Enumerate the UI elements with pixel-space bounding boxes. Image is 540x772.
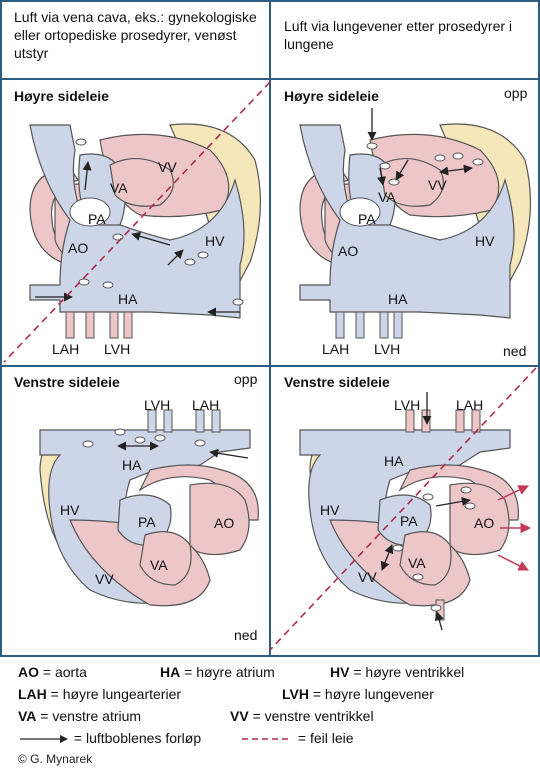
credit: © G. Mynarek (18, 752, 93, 766)
label-hv: HV (205, 233, 225, 249)
panel-title-bottom-left: Venstre sideleie (14, 374, 120, 390)
label-vv: VV (428, 177, 447, 193)
heart-top-left: VV VA PA AO HV HA LAH LVH (3, 81, 271, 363)
panel-title-top-left: Høyre sideleie (14, 88, 109, 104)
label-lvh: LVH (144, 397, 170, 413)
label-lvh: LVH (374, 341, 400, 357)
dashed-line-icon (242, 738, 292, 741)
label-ned: ned (234, 627, 257, 643)
legend-item-va: VA = venstre atrium (18, 708, 142, 724)
label-pa: PA (400, 513, 418, 529)
label-hv: HV (60, 502, 80, 518)
heart-diagrams: VV VA PA AO HV HA LAH LVH (0, 0, 540, 657)
label-ha: HA (384, 453, 404, 469)
heart-top-right: opp ned VV VA PA AO HV HA LAH LVH (299, 85, 532, 359)
legend-item-arrow: = luftboblenes forløp (18, 730, 201, 746)
legend-item-vv: VV = venstre ventrikkel (230, 708, 374, 724)
labels-bottom-left: opp ned LVH LAH HA HV PA AO VA VV (60, 371, 258, 643)
label-va: VA (378, 189, 396, 205)
header-left: Luft via vena cava, eks.: gynekologiske … (14, 9, 257, 61)
labels-bottom-right: LVH LAH HA HV PA AO VA VV (320, 397, 494, 585)
label-va: VA (150, 557, 168, 573)
label-va: VA (408, 555, 426, 571)
label-va: VA (110, 180, 128, 196)
label-vv: VV (358, 569, 377, 585)
panel-title-bottom-right: Venstre sideleie (284, 374, 390, 390)
labels-top-left: VV VA PA AO HV HA LAH LVH (52, 159, 225, 357)
labels-top-right: opp ned VV VA PA AO HV HA LAH LVH (322, 85, 528, 359)
label-ao: AO (214, 515, 234, 531)
label-lah: LAH (192, 397, 219, 413)
label-ao: AO (68, 240, 88, 256)
label-hv: HV (320, 502, 340, 518)
label-pa: PA (88, 211, 106, 227)
panel-title-top-right: Høyre sideleie (284, 88, 379, 104)
label-pa: PA (138, 514, 156, 530)
header-right: Luft via lungevener etter prosedyrer i l… (284, 18, 513, 52)
label-opp: opp (234, 371, 258, 387)
heart-bottom-right: LVH LAH HA HV PA AO VA VV (269, 367, 537, 651)
wrong-position-line (3, 81, 271, 363)
label-ha: HA (118, 291, 138, 307)
legend-item-dashed: = feil leie (240, 730, 354, 746)
legend-item-ao: AO = aorta (18, 664, 87, 680)
label-ha: HA (388, 291, 408, 307)
label-pa: PA (358, 211, 376, 227)
label-ha: HA (122, 457, 142, 473)
label-vv: VV (95, 571, 114, 587)
label-vv: VV (158, 159, 177, 175)
label-ao: AO (338, 243, 358, 259)
label-lah: LAH (456, 397, 483, 413)
label-lah: LAH (322, 341, 349, 357)
heart-bottom-left: opp ned LVH LAH HA HV PA AO VA VV (39, 371, 259, 643)
arrow-icon (20, 735, 68, 744)
label-lah: LAH (52, 341, 79, 357)
label-ned: ned (503, 343, 526, 359)
label-ao: AO (474, 515, 494, 531)
legend-item-lah: LAH = høyre lungearterier (18, 686, 182, 702)
label-lvh: LVH (104, 341, 130, 357)
panel-frame (0, 0, 540, 657)
label-lvh: LVH (394, 397, 420, 413)
label-hv: HV (475, 233, 495, 249)
legend-item-lvh: LVH = høyre lungevener (282, 686, 434, 702)
label-opp: opp (504, 85, 528, 101)
wrong-position-line (269, 367, 537, 651)
legend-item-hv: HV = høyre ventrikkel (330, 664, 465, 680)
legend-item-ha: HA = høyre atrium (160, 664, 275, 680)
